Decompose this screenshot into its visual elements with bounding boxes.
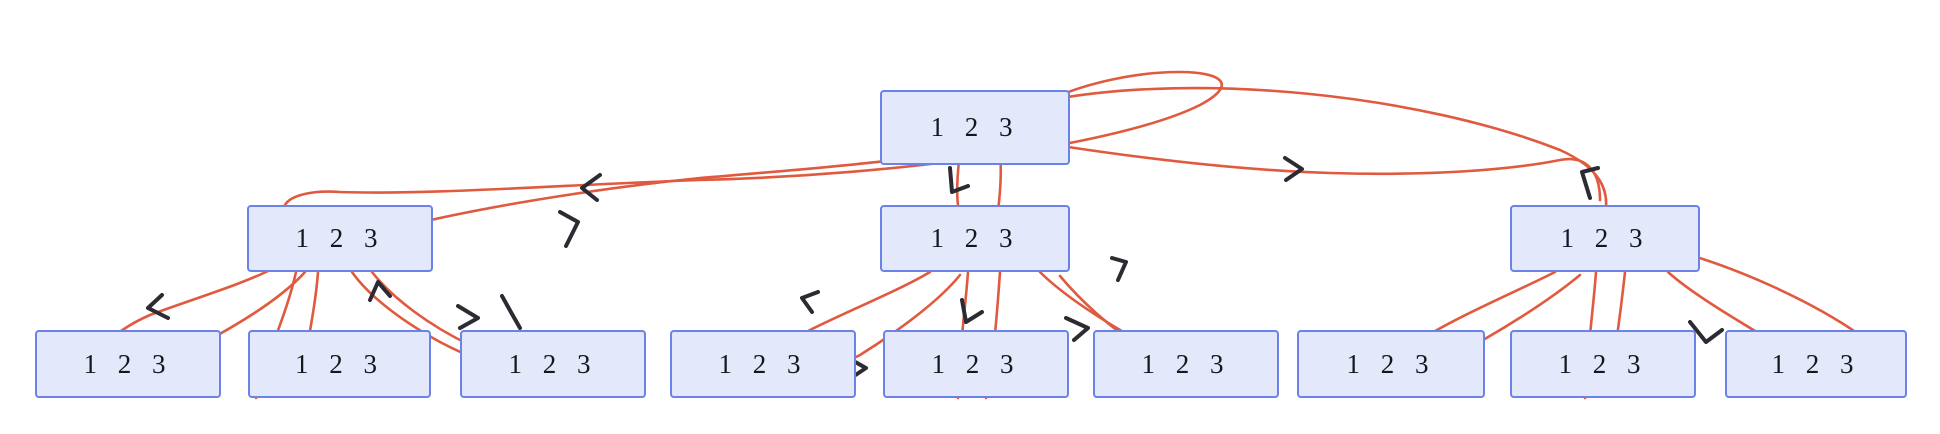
tree-node-leaf-5[interactable]: 1 2 3 xyxy=(883,330,1069,398)
tree-node-leaf-1[interactable]: 1 2 3 xyxy=(35,330,221,398)
tree-node-m-right[interactable]: 1 2 3 xyxy=(1510,205,1700,272)
tree-node-leaf-6[interactable]: 1 2 3 xyxy=(1093,330,1279,398)
tree-node-leaf-7[interactable]: 1 2 3 xyxy=(1297,330,1485,398)
tree-node-label: 1 2 3 xyxy=(930,223,1020,253)
tree-node-m-mid[interactable]: 1 2 3 xyxy=(880,205,1070,272)
tree-node-label: 1 2 3 xyxy=(508,348,598,379)
tree-node-label: 1 2 3 xyxy=(1141,348,1231,379)
tree-node-label: 1 2 3 xyxy=(83,348,173,379)
tree-node-label: 1 2 3 xyxy=(931,348,1021,379)
tree-node-leaf-2[interactable]: 1 2 3 xyxy=(248,330,431,398)
tree-node-leaf-9[interactable]: 1 2 3 xyxy=(1725,330,1907,398)
tree-node-label: 1 2 3 xyxy=(295,223,385,253)
tree-node-label: 1 2 3 xyxy=(1346,348,1436,379)
tree-node-m-left[interactable]: 1 2 3 xyxy=(247,205,433,272)
tree-node-root[interactable]: 1 2 3 xyxy=(880,90,1070,165)
tree-node-label: 1 2 3 xyxy=(1558,348,1648,379)
tree-node-leaf-4[interactable]: 1 2 3 xyxy=(670,330,856,398)
tree-node-label: 1 2 3 xyxy=(1560,223,1650,253)
tree-node-label: 1 2 3 xyxy=(718,348,808,379)
tree-node-leaf-8[interactable]: 1 2 3 xyxy=(1510,330,1696,398)
tree-node-label: 1 2 3 xyxy=(1771,348,1861,379)
tree-node-label: 1 2 3 xyxy=(930,112,1020,142)
tree-node-label: 1 2 3 xyxy=(295,348,384,379)
tree-node-leaf-3[interactable]: 1 2 3 xyxy=(460,330,646,398)
